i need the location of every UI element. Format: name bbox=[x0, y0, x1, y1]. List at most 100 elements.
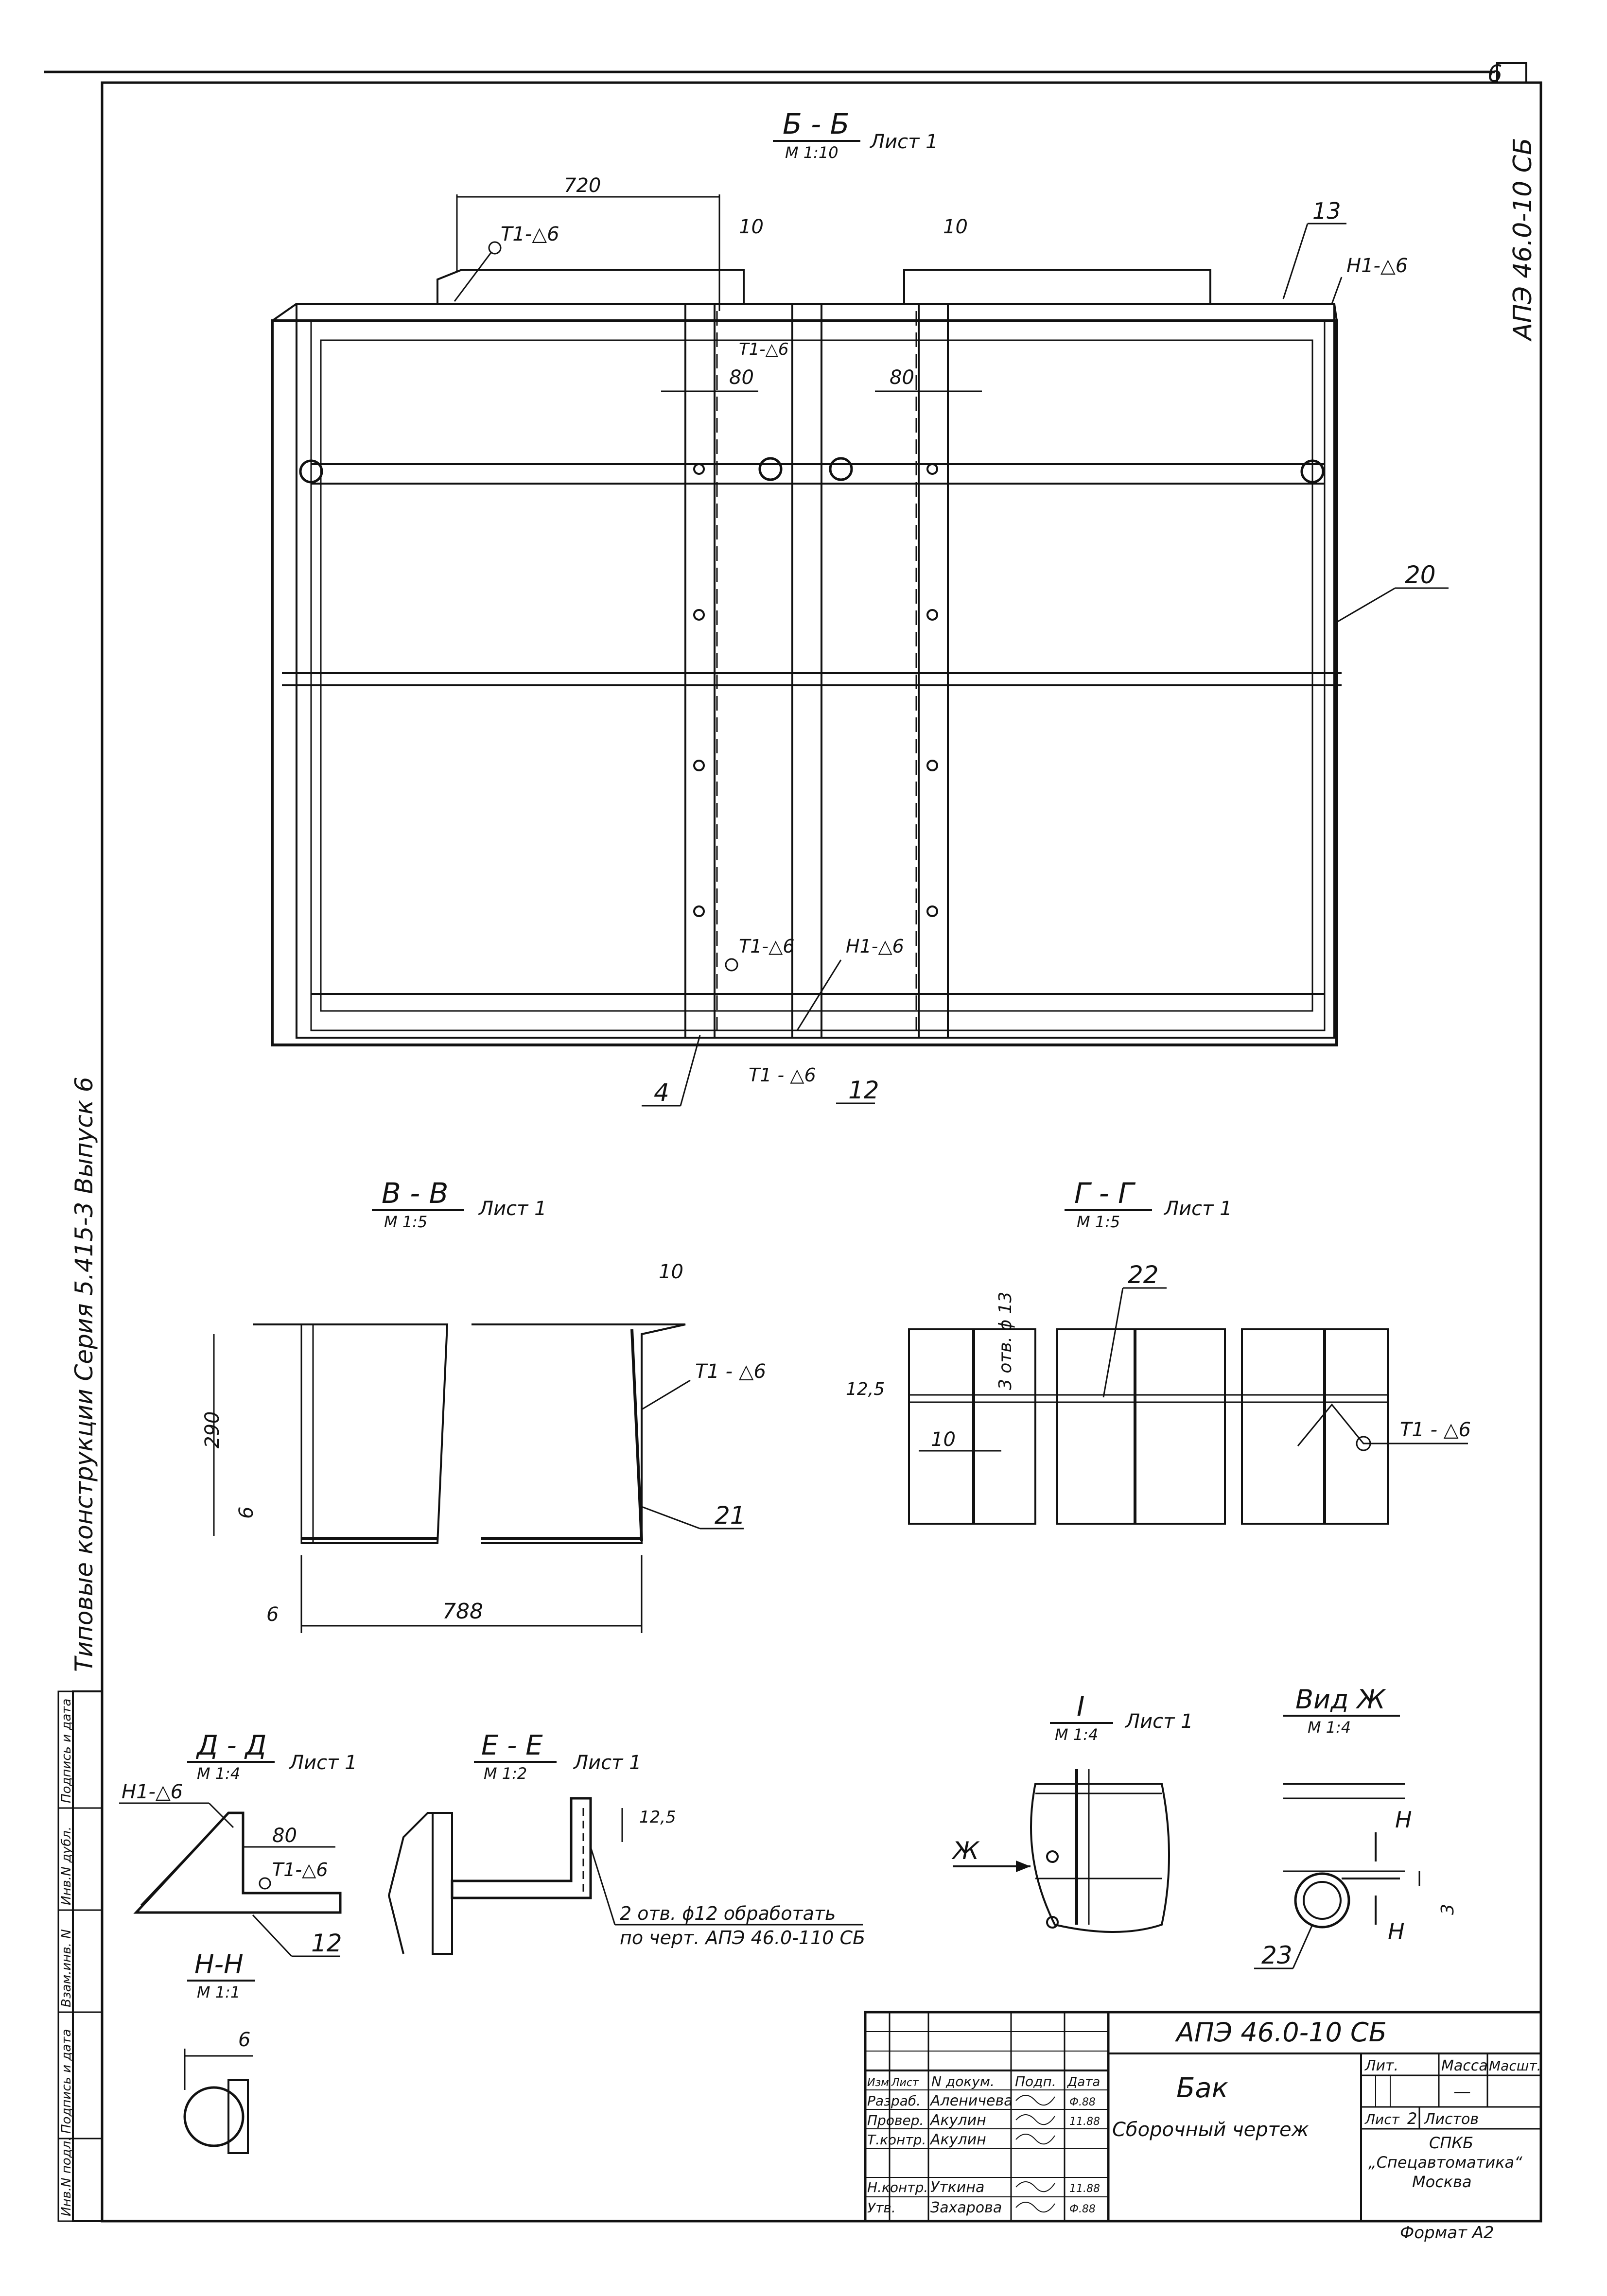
ee-note-holes: 2 отв. ϕ12 обработать bbox=[620, 1903, 836, 1924]
side-cell-3: Взам.инв. N bbox=[59, 1929, 74, 2007]
side-cell-4: Инв.N дубл. bbox=[59, 1826, 74, 1905]
dd-scale: М 1:4 bbox=[197, 1764, 240, 1783]
dd-item-12: 12 bbox=[311, 1929, 342, 1957]
side-cell-1: Инв.N подл. bbox=[59, 2137, 74, 2216]
item-22: 22 bbox=[1128, 1261, 1159, 1289]
i-sheet-ref: Лист 1 bbox=[1124, 1710, 1193, 1733]
zh-title: Вид Ж bbox=[1295, 1684, 1387, 1715]
dd-sheet-ref: Лист 1 bbox=[288, 1752, 357, 1774]
item-13: 13 bbox=[1312, 198, 1341, 224]
vv-title: В - В bbox=[382, 1177, 448, 1210]
tb-col-podp: Подп. bbox=[1015, 2073, 1056, 2089]
side-stamp: Инв.N подл. Подпись и дата Взам.инв. N И… bbox=[57, 1690, 103, 2222]
ee-sheet-ref: Лист 1 bbox=[573, 1752, 642, 1774]
nn-scale: М 1:1 bbox=[197, 1983, 240, 2001]
dim-290: 290 bbox=[201, 1411, 224, 1448]
item-12: 12 bbox=[848, 1076, 879, 1104]
tb-date-1: Ф.88 bbox=[1069, 2096, 1096, 2108]
dim-80-b: 80 bbox=[890, 366, 914, 389]
tb-name-2: Акулин bbox=[929, 2112, 986, 2129]
view-i: I М 1:4 Лист 1 Ж bbox=[951, 1691, 1193, 1933]
side-series-label: Типовые конструкции Серия 5.415-3 Выпуск… bbox=[70, 1077, 98, 1672]
section-gg: Г - Г М 1:5 Лист 1 3 отв. ϕ 13 12,5 10 2… bbox=[846, 1177, 1471, 1525]
weld-label-bottom-left: Т1-△6 bbox=[739, 936, 795, 957]
dim-3-zh: 3 bbox=[1438, 1904, 1458, 1915]
dim-6-vv: 6 bbox=[266, 1603, 279, 1626]
view-arrow-zh: Ж bbox=[951, 1837, 980, 1865]
dim-12-5-gg: 12,5 bbox=[846, 1379, 885, 1399]
ee-note-ref: по черт. АПЭ 46.0-110 СБ bbox=[620, 1927, 865, 1948]
i-title: I bbox=[1077, 1691, 1085, 1722]
bb-sheet-ref: Лист 1 bbox=[869, 131, 938, 153]
tb-code: АПЭ 46.0-10 СБ bbox=[1175, 2017, 1387, 2048]
section-nn: Н-Н М 1:1 6 bbox=[183, 1949, 255, 2154]
dd-weld-t1: Т1-△6 bbox=[272, 1859, 328, 1880]
tb-name-5: Захарова bbox=[930, 2199, 1002, 2216]
tb-scale-value: — bbox=[1453, 2082, 1471, 2102]
tb-scale-label: Масшт. bbox=[1489, 2058, 1541, 2074]
tb-name-1: Аленичева bbox=[929, 2092, 1013, 2109]
section-vv: В - В М 1:5 Лист 1 290 6 788 6 10 Т1 - △… bbox=[201, 1177, 766, 1633]
tb-col-list: Лист bbox=[891, 2077, 919, 2089]
item-23: 23 bbox=[1261, 1941, 1293, 1969]
side-doc-code: АПЭ 46.0-10 СБ bbox=[1508, 138, 1537, 342]
dim-10-b: 10 bbox=[943, 216, 968, 238]
tb-role-1: Разраб. bbox=[867, 2093, 921, 2109]
item-4: 4 bbox=[654, 1078, 669, 1107]
view-zh: Вид Ж М 1:4 Н Н 3 23 bbox=[1254, 1684, 1458, 1969]
tb-role-5: Утв. bbox=[867, 2200, 896, 2216]
weld-label-h1-top: Н1-△6 bbox=[1346, 255, 1408, 277]
zh-scale: М 1:4 bbox=[1308, 1718, 1351, 1737]
item-21: 21 bbox=[715, 1501, 746, 1530]
bb-scale: М 1:10 bbox=[785, 143, 838, 162]
weld-label-top: Т1-△6 bbox=[501, 223, 559, 245]
page-number: 6 bbox=[1487, 60, 1502, 87]
tb-doc-type: Сборочный чертеж bbox=[1112, 2119, 1309, 2141]
nn-title: Н-Н bbox=[194, 1949, 244, 1980]
side-cell-5: Подпись и дата bbox=[59, 1699, 74, 1803]
tb-sheets-label: Листов bbox=[1424, 2111, 1479, 2128]
tb-org-1: СПКБ bbox=[1429, 2134, 1473, 2152]
dim-10-a: 10 bbox=[739, 216, 764, 238]
tb-role-3: Т.контр. bbox=[867, 2132, 926, 2148]
tb-name-4: Уткина bbox=[930, 2179, 984, 2196]
gg-scale: М 1:5 bbox=[1077, 1213, 1120, 1231]
dd-title: Д - Д bbox=[195, 1730, 266, 1761]
vv-scale: М 1:5 bbox=[384, 1213, 427, 1231]
dd-weld-h1: Н1-△6 bbox=[122, 1781, 183, 1803]
weld-label-bottom-h1: Н1-△6 bbox=[846, 936, 904, 957]
side-cell-2: Подпись и дата bbox=[59, 2029, 74, 2134]
weld-label-inner: Т1-△6 bbox=[739, 340, 788, 359]
tb-role-2: Провер. bbox=[867, 2112, 924, 2128]
tb-col-izm: Изм bbox=[867, 2077, 889, 2089]
sheet-frame: 6 АПЭ 46.0-10 СБ Типовые конструкции Сер… bbox=[44, 60, 1542, 2223]
tb-date-2: 11.88 bbox=[1069, 2116, 1100, 2128]
gg-title: Г - Г bbox=[1074, 1177, 1136, 1210]
zh-section-mark-top: Н bbox=[1395, 1807, 1412, 1833]
dim-80-dd: 80 bbox=[272, 1825, 297, 1847]
gg-holes-label: 3 отв. ϕ 13 bbox=[996, 1292, 1015, 1390]
dim-6-vv-vert: 6 bbox=[235, 1507, 258, 1519]
zh-section-mark-bottom: Н bbox=[1388, 1918, 1405, 1945]
tb-date-4: 11.88 bbox=[1069, 2183, 1100, 2195]
dim-788: 788 bbox=[442, 1599, 483, 1624]
title-block: Изм Лист N докум. Подп. Дата Разраб. Але… bbox=[864, 2011, 1542, 2243]
vv-weld-label: Т1 - △6 bbox=[695, 1360, 766, 1383]
tb-name: Бак bbox=[1176, 2072, 1228, 2104]
tb-name-3: Акулин bbox=[929, 2131, 986, 2148]
tb-format: Формат А2 bbox=[1400, 2223, 1494, 2243]
tb-sheet-value: 2 bbox=[1407, 2109, 1417, 2128]
tb-lit-label: Лит. bbox=[1364, 2057, 1398, 2074]
item-20: 20 bbox=[1405, 561, 1436, 589]
gg-sheet-ref: Лист 1 bbox=[1163, 1198, 1232, 1220]
tb-role-4: Н.контр. bbox=[867, 2179, 928, 2195]
ee-title: Е - Е bbox=[481, 1730, 543, 1761]
tb-mass-label: Масса bbox=[1441, 2057, 1488, 2074]
weld-label-bottom-t1: Т1 - △6 bbox=[749, 1064, 816, 1086]
tb-col-ndoc: N докум. bbox=[931, 2073, 995, 2089]
section-ee: Е - Е М 1:2 Лист 1 12,5 2 отв. ϕ12 обраб… bbox=[387, 1730, 865, 1955]
gg-weld-label: Т1 - △6 bbox=[1400, 1419, 1471, 1441]
ee-scale: М 1:2 bbox=[484, 1764, 527, 1783]
tb-col-data: Дата bbox=[1067, 2075, 1100, 2089]
